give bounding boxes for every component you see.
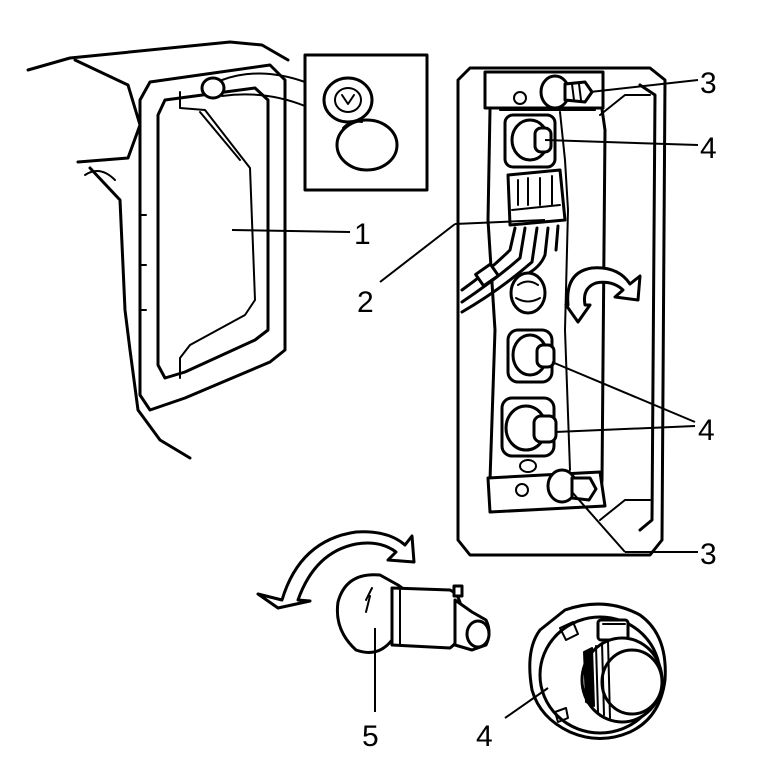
callout-2-connector: 2 (357, 286, 374, 319)
bulb-removed (335, 573, 491, 654)
bulb-socket-small (509, 271, 547, 315)
callout-labels: 1 2 3 3 4 4 4 5 (354, 67, 717, 753)
fastener-inset (221, 53, 429, 192)
leader-2a (379, 223, 456, 283)
callout-4-lower-sockets: 4 (698, 414, 715, 447)
leader-3a (589, 79, 699, 93)
leader-4b-upper (551, 361, 696, 423)
connector-block (506, 168, 567, 227)
vehicle-body-outline (26, 40, 290, 460)
top-bracket (483, 70, 605, 110)
bulb-holder-closeup (528, 602, 667, 740)
callout-3-bottom-screw: 3 (700, 538, 717, 571)
callout-4-upper-socket: 4 (700, 132, 717, 165)
leader-1 (231, 229, 351, 233)
leader-2b (454, 219, 546, 225)
leader-4b-lower (554, 425, 696, 433)
tail-lamp-housing (456, 66, 667, 557)
leader-lines (231, 79, 699, 719)
screw-top (539, 74, 594, 110)
callout-3-top-screw: 3 (700, 67, 717, 100)
bulb-socket-lower (500, 396, 558, 473)
bottom-bracket (486, 468, 607, 514)
callout-5-bulb: 5 (362, 720, 379, 753)
rotate-bulb-arrow-icon (256, 530, 416, 610)
callout-4-holder-closeup: 4 (476, 720, 493, 753)
leader-3b-a (571, 491, 626, 553)
callout-1-cover: 1 (354, 218, 371, 251)
rotate-socket-arrow-icon (564, 266, 642, 324)
bulb-socket-upper (503, 113, 557, 169)
leader-4c (504, 687, 549, 719)
bulb-socket-middle (506, 328, 556, 384)
screw-bottom (546, 468, 598, 504)
wiring-harness (460, 224, 560, 314)
cover-fastener (200, 76, 226, 100)
access-cover-panel (138, 63, 287, 412)
leader-4a (544, 139, 699, 146)
